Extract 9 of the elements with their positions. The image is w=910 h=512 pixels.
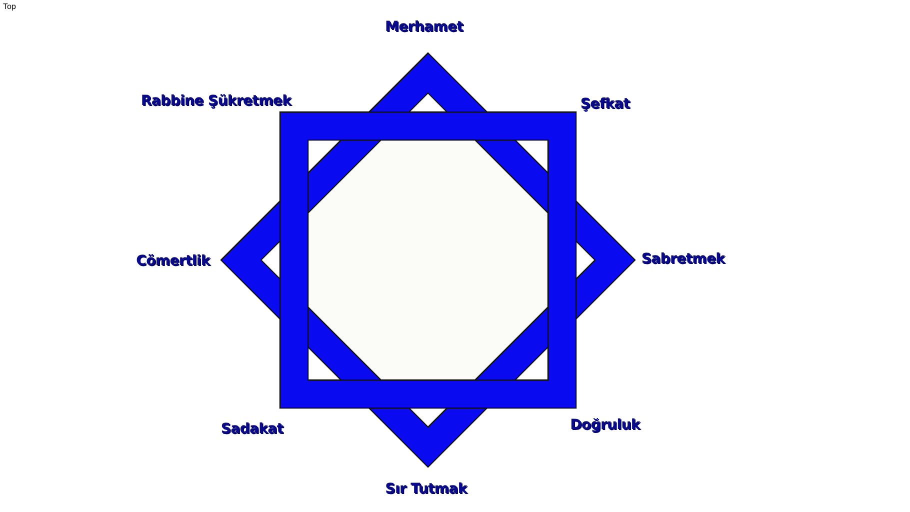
view-name-label: Top [3,2,16,11]
point-label: Rabbine Şükretmek [140,93,292,109]
point-label: Sabretmek [641,251,725,267]
point-label: Cömertlik [136,253,210,269]
point-label: Merhamet [384,19,464,35]
point-label: Sadakat [220,421,284,437]
point-label: Sır Tutmak [385,481,467,497]
point-label: Doğruluk [570,417,640,433]
point-label: Şefkat [580,96,630,112]
